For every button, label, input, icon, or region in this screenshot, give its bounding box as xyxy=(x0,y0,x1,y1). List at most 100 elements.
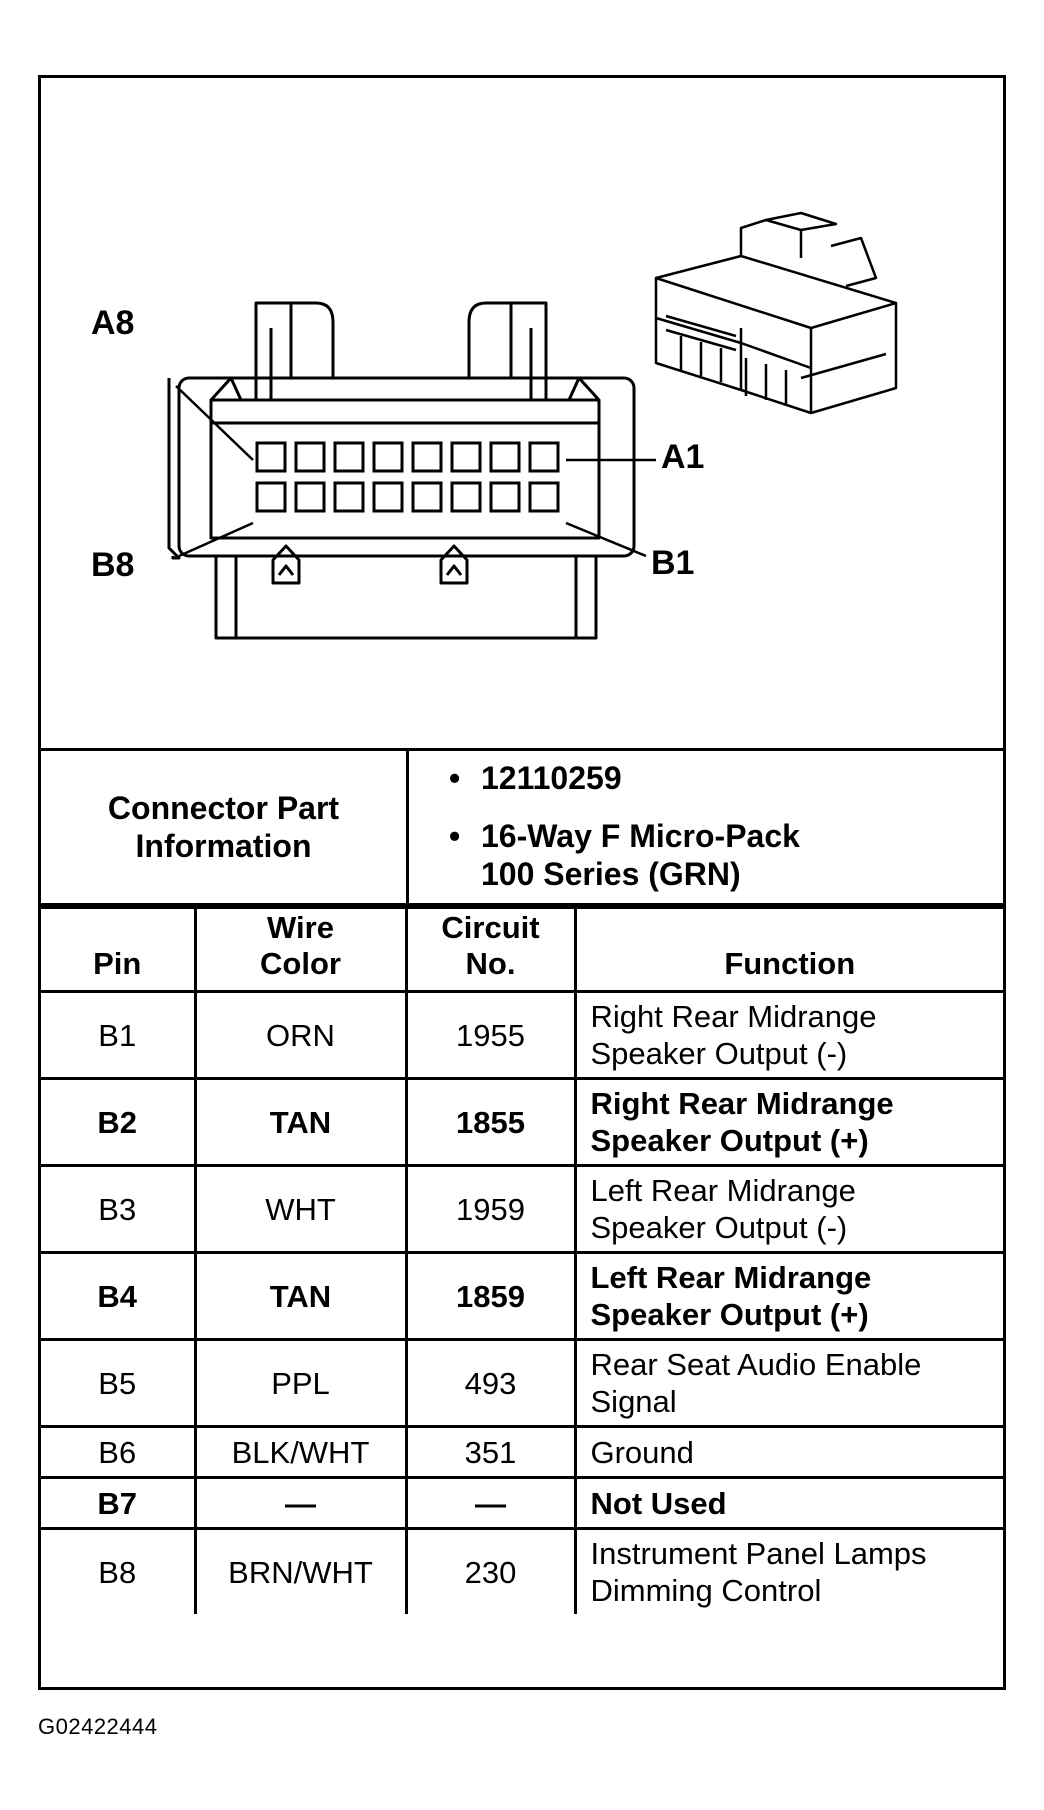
leader-b8 xyxy=(178,521,254,558)
leader-a8 xyxy=(175,385,254,461)
circuit-cell: 351 xyxy=(404,1425,577,1479)
key-tab-right xyxy=(439,544,469,585)
connector-body-outer xyxy=(177,376,636,558)
wire-color-cell: WHT xyxy=(193,1164,408,1254)
pin-cavity xyxy=(489,441,521,473)
bullet-icon: • xyxy=(449,818,461,854)
wire-color-cell: — xyxy=(193,1476,408,1530)
pin-cavity-grid xyxy=(255,441,560,513)
table-row: B7——Not Used xyxy=(41,1476,1003,1530)
pin-cavity xyxy=(372,441,404,473)
figure-id: G02422444 xyxy=(38,1714,158,1739)
callout-a1: A1 xyxy=(661,438,705,476)
function-line1: Left Rear Midrange xyxy=(590,1260,872,1295)
pin-cell: B1 xyxy=(41,990,197,1080)
header-circuit-no: Circuit No. xyxy=(404,906,577,993)
circuit-cell: 1955 xyxy=(404,990,577,1080)
pin-cavity xyxy=(450,441,482,473)
pin-cell: B3 xyxy=(41,1164,197,1254)
connector-shroud xyxy=(167,378,181,560)
wire-color-cell: BLK/WHT xyxy=(193,1425,408,1479)
circuit-cell: 493 xyxy=(404,1338,577,1428)
connector-card: A8 A1 B8 B1 Connector Part Information •… xyxy=(38,75,1006,1690)
pin-cavity xyxy=(333,441,365,473)
pin-cell: B2 xyxy=(41,1077,197,1167)
latch-left xyxy=(254,301,335,400)
pin-cavity xyxy=(333,481,365,513)
callout-a8: A8 xyxy=(91,304,135,342)
connector-diagram-area: A8 A1 B8 B1 xyxy=(41,78,1003,751)
circuit-cell: 1859 xyxy=(404,1251,577,1341)
connector-face-diagram xyxy=(167,211,898,640)
part-number: 12110259 xyxy=(481,760,622,796)
pin-cavity xyxy=(294,441,326,473)
callout-b8: B8 xyxy=(91,546,135,584)
pin-cell: B7 xyxy=(41,1476,197,1530)
pin-cell: B8 xyxy=(41,1527,197,1614)
info-label-line2: Information xyxy=(135,828,312,864)
circuit-cell: 230 xyxy=(404,1527,577,1614)
pin-cell: B6 xyxy=(41,1425,197,1479)
leader-b1 xyxy=(565,521,647,558)
callout-b1: B1 xyxy=(651,544,695,582)
function-line1: Ground xyxy=(590,1434,694,1470)
bullet-icon: • xyxy=(449,760,461,796)
wire-color-cell: ORN xyxy=(193,990,408,1080)
function-cell: Ground xyxy=(573,1425,1003,1479)
pin-cavity xyxy=(255,441,287,473)
pin-cavity xyxy=(255,481,287,513)
pin-cavity xyxy=(489,481,521,513)
pin-cavity xyxy=(528,481,560,513)
description-line2: 100 Series (GRN) xyxy=(481,856,741,892)
pin-cavity xyxy=(450,481,482,513)
header-pin: Pin xyxy=(41,906,197,993)
connector-skirt xyxy=(214,556,598,640)
function-line2: Speaker Output (-) xyxy=(590,1210,848,1245)
pin-cell: B4 xyxy=(41,1251,197,1341)
function-line1: Left Rear Midrange xyxy=(590,1173,856,1208)
pin-cavity xyxy=(294,481,326,513)
function-line1: Instrument Panel Lamps xyxy=(590,1536,927,1571)
function-line2: Dimming Control xyxy=(590,1573,822,1608)
latch-right xyxy=(467,301,548,400)
circuit-cell: 1855 xyxy=(404,1077,577,1167)
key-tab-left xyxy=(271,544,301,585)
function-line2: Speaker Output (-) xyxy=(590,1036,848,1071)
function-line2: Signal xyxy=(590,1384,677,1419)
connector-body-inner xyxy=(209,398,601,540)
pin-cavity xyxy=(411,441,443,473)
wire-color-cell: PPL xyxy=(193,1338,408,1428)
function-line2: Speaker Output (+) xyxy=(590,1297,869,1332)
circuit-cell: — xyxy=(404,1476,577,1530)
connector-part-info: Connector Part Information • 12110259 • … xyxy=(41,751,1003,906)
pin-table-header-row: Pin Wire Color Circuit No. Function xyxy=(41,906,1003,993)
pin-cell: B5 xyxy=(41,1338,197,1428)
function-line1: Right Rear Midrange xyxy=(590,1086,894,1121)
wire-color-cell: TAN xyxy=(193,1077,408,1167)
pin-cavity xyxy=(372,481,404,513)
header-function: Function xyxy=(573,906,1003,993)
connector-part-info-values: • 12110259 • 16-Way F Micro-Pack 100 Ser… xyxy=(409,751,1003,903)
description-line1: 16-Way F Micro-Pack xyxy=(481,818,800,854)
function-line1: Rear Seat Audio Enable xyxy=(590,1347,922,1382)
header-wire-color: Wire Color xyxy=(193,906,408,993)
function-line1: Not Used xyxy=(590,1485,727,1521)
wire-color-cell: TAN xyxy=(193,1251,408,1341)
function-line2: Speaker Output (+) xyxy=(590,1123,869,1158)
function-cell: Not Used xyxy=(573,1476,1003,1530)
pin-cavity xyxy=(528,441,560,473)
wire-color-cell: BRN/WHT xyxy=(193,1527,408,1614)
circuit-cell: 1959 xyxy=(404,1164,577,1254)
pin-cavity xyxy=(411,481,443,513)
